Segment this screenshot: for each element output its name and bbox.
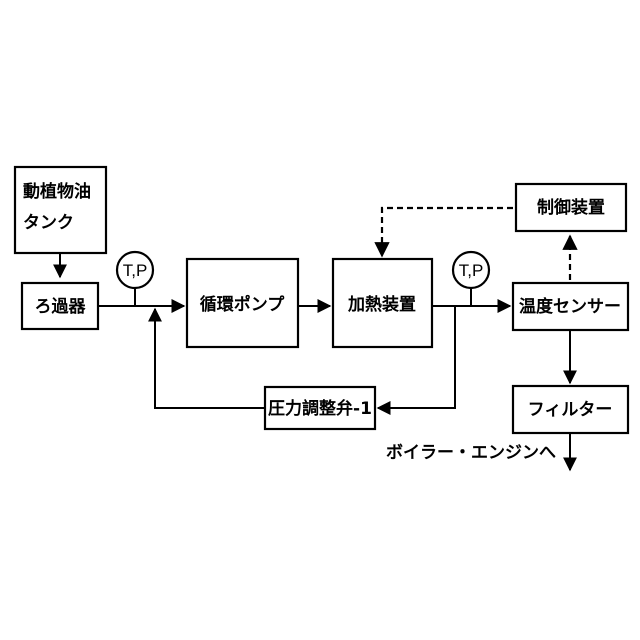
tank-label-line2: タンク	[23, 213, 74, 233]
gauge2: T,P	[453, 252, 489, 288]
controller-node: 制御装置	[516, 184, 626, 231]
gauge1: T,P	[117, 252, 153, 288]
controller-label: 制御装置	[537, 197, 605, 218]
filter2-node: フィルター	[513, 386, 628, 433]
valve-node: 圧力調整弁-1	[265, 387, 375, 429]
pump-label: 循環ポンプ	[200, 294, 285, 315]
connectors	[60, 208, 570, 470]
sensor-node: 温度センサー	[513, 283, 628, 330]
filter1-node: ろ過器	[22, 283, 98, 329]
filter2-label: フィルター	[528, 400, 613, 420]
pump-node: 循環ポンプ	[187, 259, 298, 347]
heater-label: 加熱装置	[347, 294, 416, 315]
gauge2-label: T,P	[459, 261, 484, 280]
gauge1-label: T,P	[123, 261, 148, 280]
valve-label: 圧力調整弁-1	[268, 398, 372, 419]
filter1-label: ろ過器	[35, 297, 87, 317]
sensor-label: 温度センサー	[519, 296, 621, 317]
output-label: ボイラー・エンジンへ	[386, 443, 556, 463]
connector-controller-heater	[382, 208, 513, 256]
heater-node: 加熱装置	[333, 259, 432, 347]
tank-label-line1: 動植物油	[23, 181, 91, 202]
tank-node: 動植物油 タンク	[15, 167, 106, 253]
